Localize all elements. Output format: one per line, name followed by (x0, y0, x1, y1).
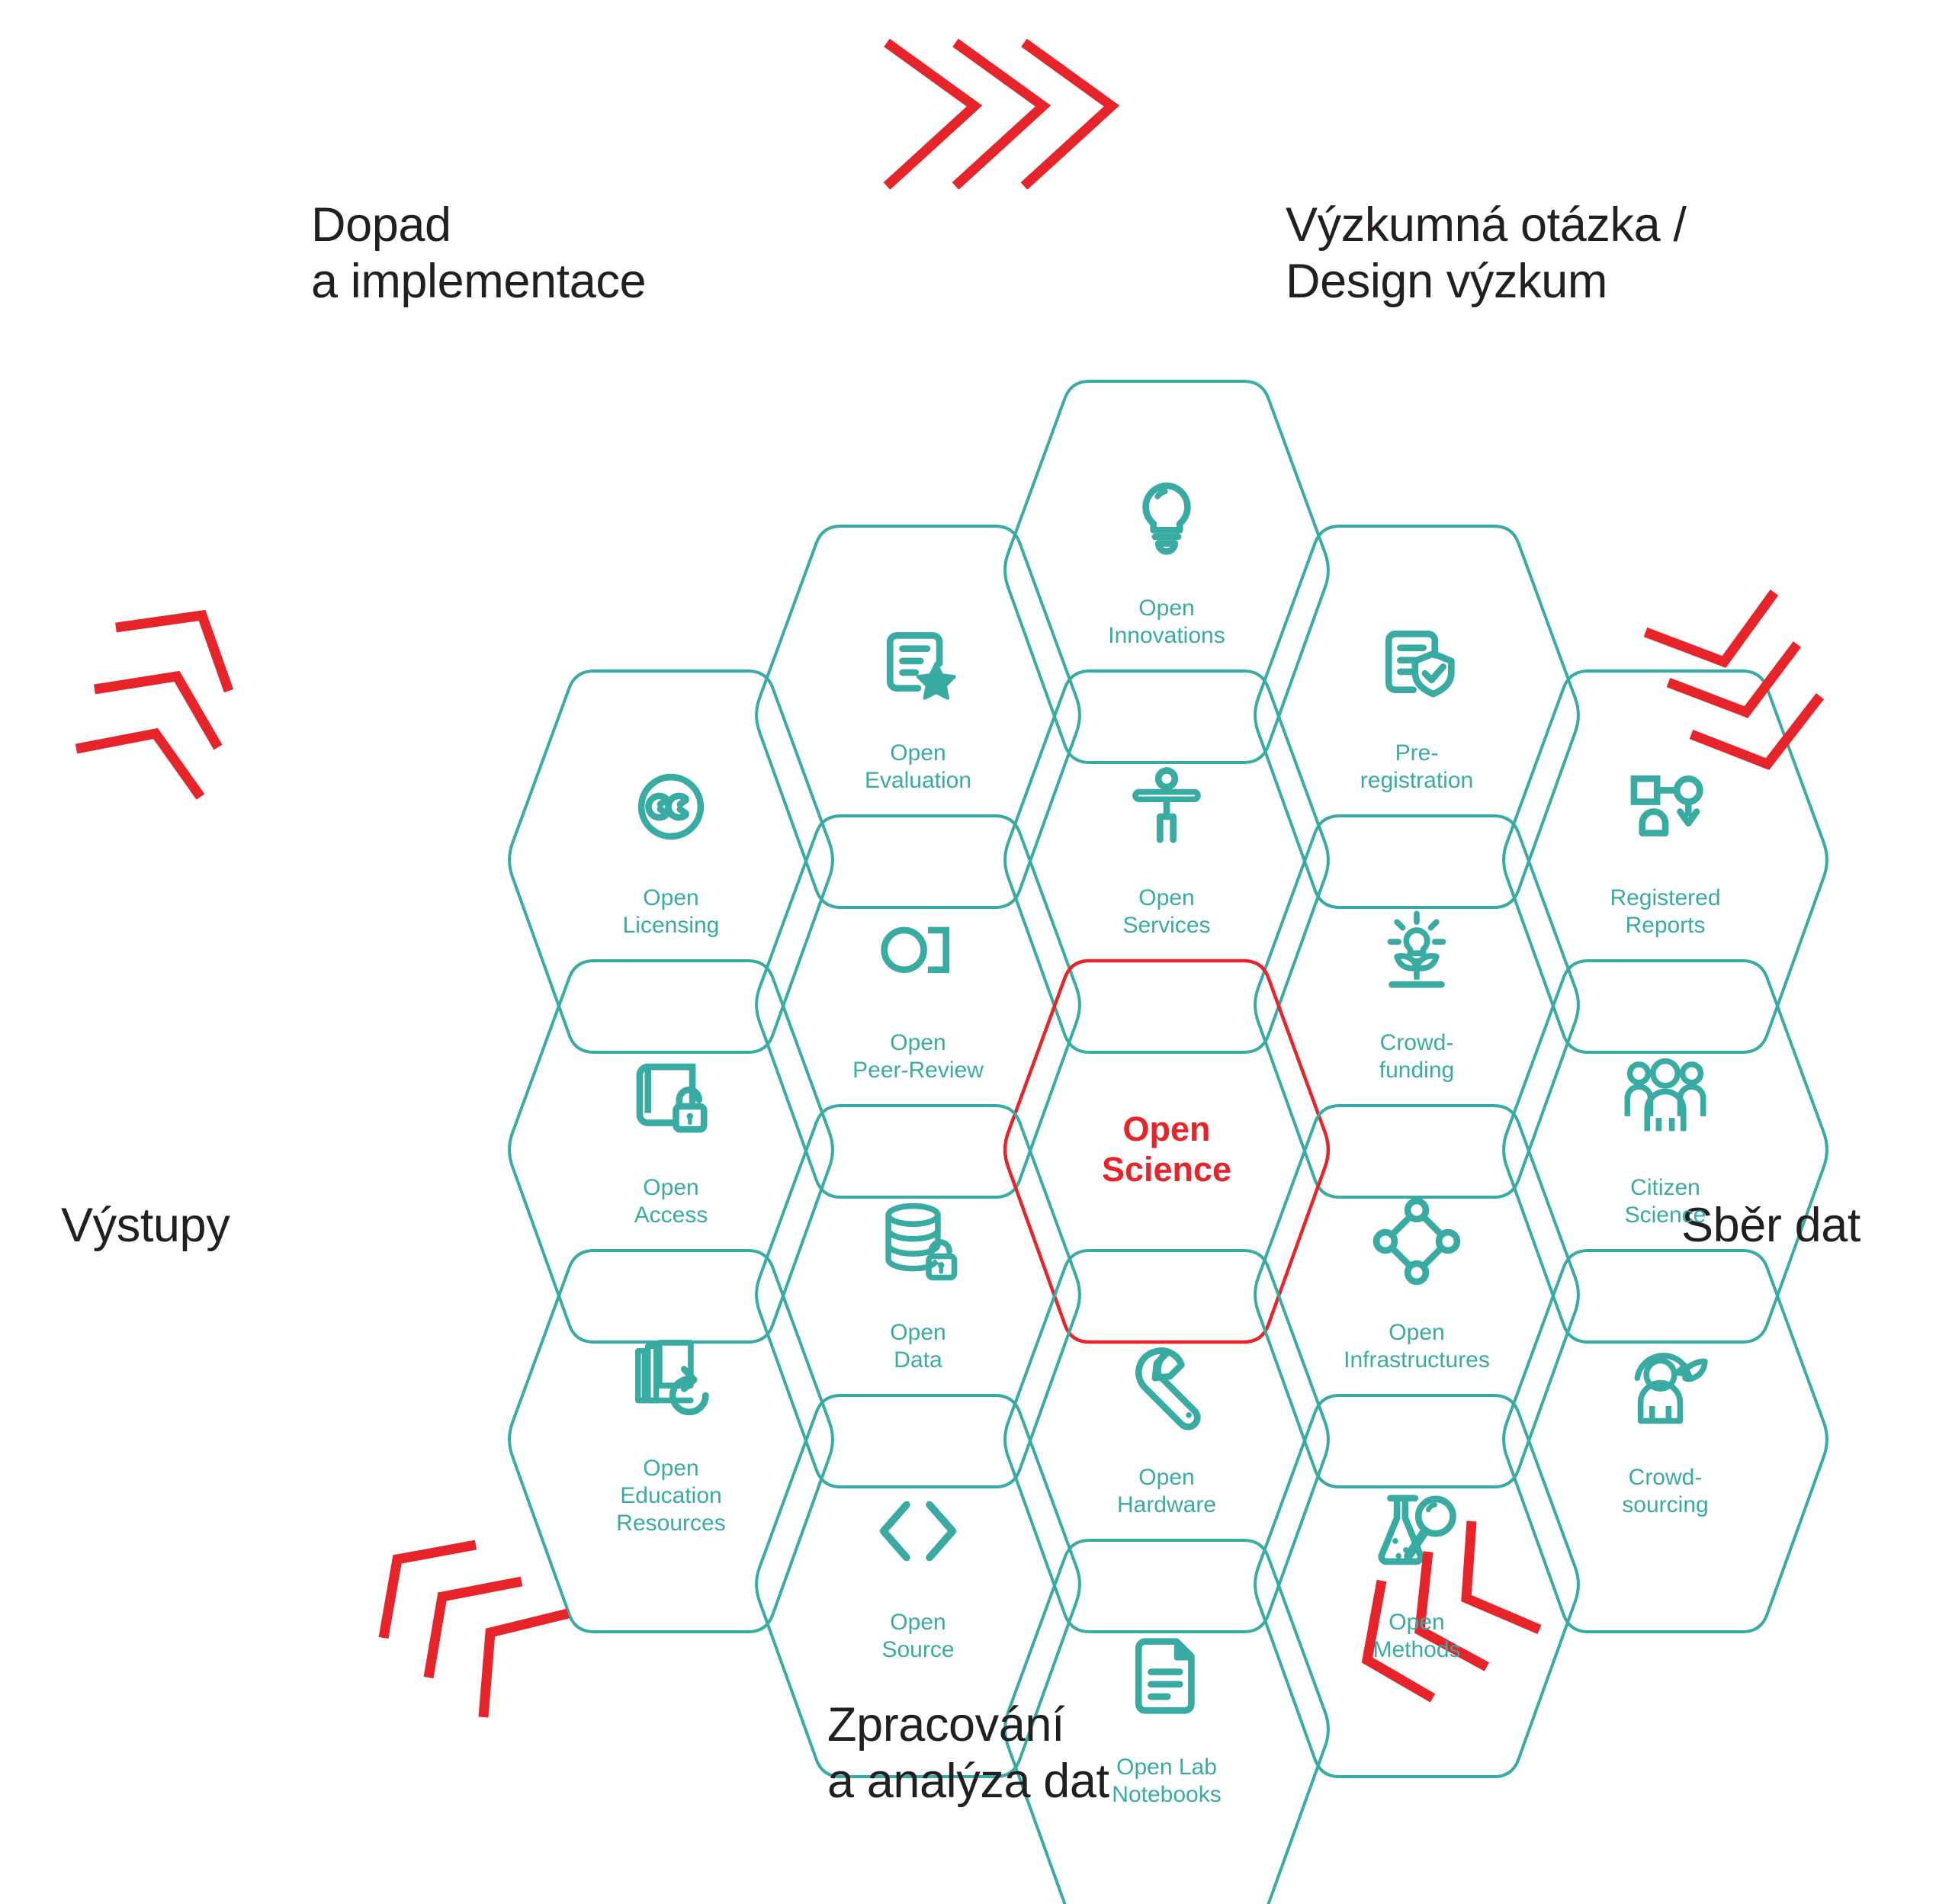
hexagon-label-open-lab-notebooks: Open Lab Notebooks (1112, 1755, 1222, 1807)
hexagon-label-open-science: Open Science (1101, 1109, 1232, 1190)
hexagon-open-data[interactable] (755, 1104, 1081, 1488)
edge-label-outputs: Výstupy (61, 1199, 230, 1252)
notebook-doc-icon (1135, 1638, 1195, 1714)
hexagon-pre-registration[interactable] (1254, 525, 1580, 909)
hexagon-open-peer-review[interactable] (755, 814, 1081, 1199)
icon-layer (635, 482, 1708, 1714)
people-group-icon (1624, 1058, 1706, 1132)
review-bracket-icon (881, 926, 950, 974)
hexagon-label-open-data: Open Data (890, 1320, 946, 1373)
chevrons-top-left (75, 609, 234, 800)
hexagon-open-source[interactable] (755, 1394, 1081, 1778)
hexagon-label-open-peer-review: Open Peer-Review (852, 1030, 984, 1083)
hexagon-label-open-evaluation: Open Evaluation (864, 740, 972, 793)
hexagon-crowd-sourcing[interactable] (1502, 1249, 1828, 1633)
hexagon-open-education-resources[interactable] (508, 1249, 834, 1633)
hexagon-label-pre-registration: Pre- registration (1360, 740, 1474, 793)
hexagon-label-open-education-resources: Open Education Resources (616, 1456, 726, 1536)
hexagon-label-open-licensing: Open Licensing (622, 885, 720, 938)
lightbulb-icon (1142, 482, 1191, 555)
document-shield-icon (1385, 630, 1455, 698)
chevrons-top (883, 38, 1120, 190)
book-unlock-icon (636, 1063, 708, 1133)
wrench-icon (1135, 1347, 1201, 1430)
hexagon-open-evaluation[interactable] (755, 525, 1081, 909)
books-refresh-icon (635, 1340, 709, 1416)
hexagon-open-services[interactable] (1003, 669, 1330, 1054)
hexagon-open-innovations[interactable] (1003, 380, 1330, 764)
edge-label-research: Výzkumná otázka / Design výzkum (1286, 198, 1687, 309)
chevrons-right (1643, 589, 1825, 770)
hexagon-label-registered-reports: Registered Reports (1610, 885, 1721, 938)
hexagon-citizen-science[interactable] (1502, 959, 1828, 1344)
hexagon-label-crowd-funding: Crowd- funding (1379, 1030, 1455, 1083)
accessibility-icon (1132, 767, 1201, 843)
database-unlock-icon (885, 1202, 958, 1281)
hexagon-layer (508, 380, 1828, 1904)
person-leaf-icon (1634, 1353, 1708, 1424)
hexagon-label-open-methods: Open Methods (1372, 1610, 1461, 1662)
hexagon-open-methods[interactable] (1254, 1394, 1580, 1778)
flow-nodes-icon (1630, 775, 1703, 836)
hexagon-label-crowd-sourcing: Crowd- sourcing (1622, 1465, 1709, 1517)
hexagon-open-lab-notebooks[interactable] (1003, 1539, 1330, 1904)
hexagon-open-hardware[interactable] (1003, 1249, 1330, 1633)
edge-label-impact: Dopad a implementace (311, 198, 647, 309)
document-star-icon (886, 632, 956, 700)
hexagon-label-open-infrastructures: Open Infrastructures (1344, 1320, 1490, 1373)
hexagon-label-citizen-science: Citizen Science (1624, 1175, 1706, 1228)
plant-bulb-icon (1387, 910, 1446, 988)
edge-label-collect: Sběr dat (1681, 1199, 1860, 1252)
edge-label-process: Zpracování a analýza dat (827, 1698, 1109, 1809)
hexagon-open-science[interactable] (1003, 958, 1331, 1344)
hexagon-open-licensing[interactable] (508, 669, 834, 1054)
creative-commons-icon (637, 773, 705, 840)
hexagon-label-open-source: Open Source (881, 1610, 955, 1662)
chevrons-bottom-right (1361, 1520, 1542, 1703)
hexagon-label-open-innovations: Open Innovations (1108, 596, 1225, 648)
hexagon-label-open-hardware: Open Hardware (1116, 1465, 1217, 1517)
hexagon-registered-reports[interactable] (1502, 669, 1828, 1054)
hexagon-label-open-services: Open Services (1122, 885, 1211, 938)
flask-magnifier-icon (1378, 1495, 1456, 1565)
chevrons-bottom-left (378, 1540, 570, 1718)
network-diamond-icon (1372, 1197, 1461, 1286)
code-brackets-icon (879, 1501, 957, 1562)
hexagon-open-access[interactable] (508, 959, 834, 1344)
hexagon-open-infrastructures[interactable] (1254, 1104, 1580, 1488)
hexagon-label-open-access: Open Access (634, 1175, 708, 1228)
hexagon-crowd-funding[interactable] (1254, 814, 1580, 1199)
